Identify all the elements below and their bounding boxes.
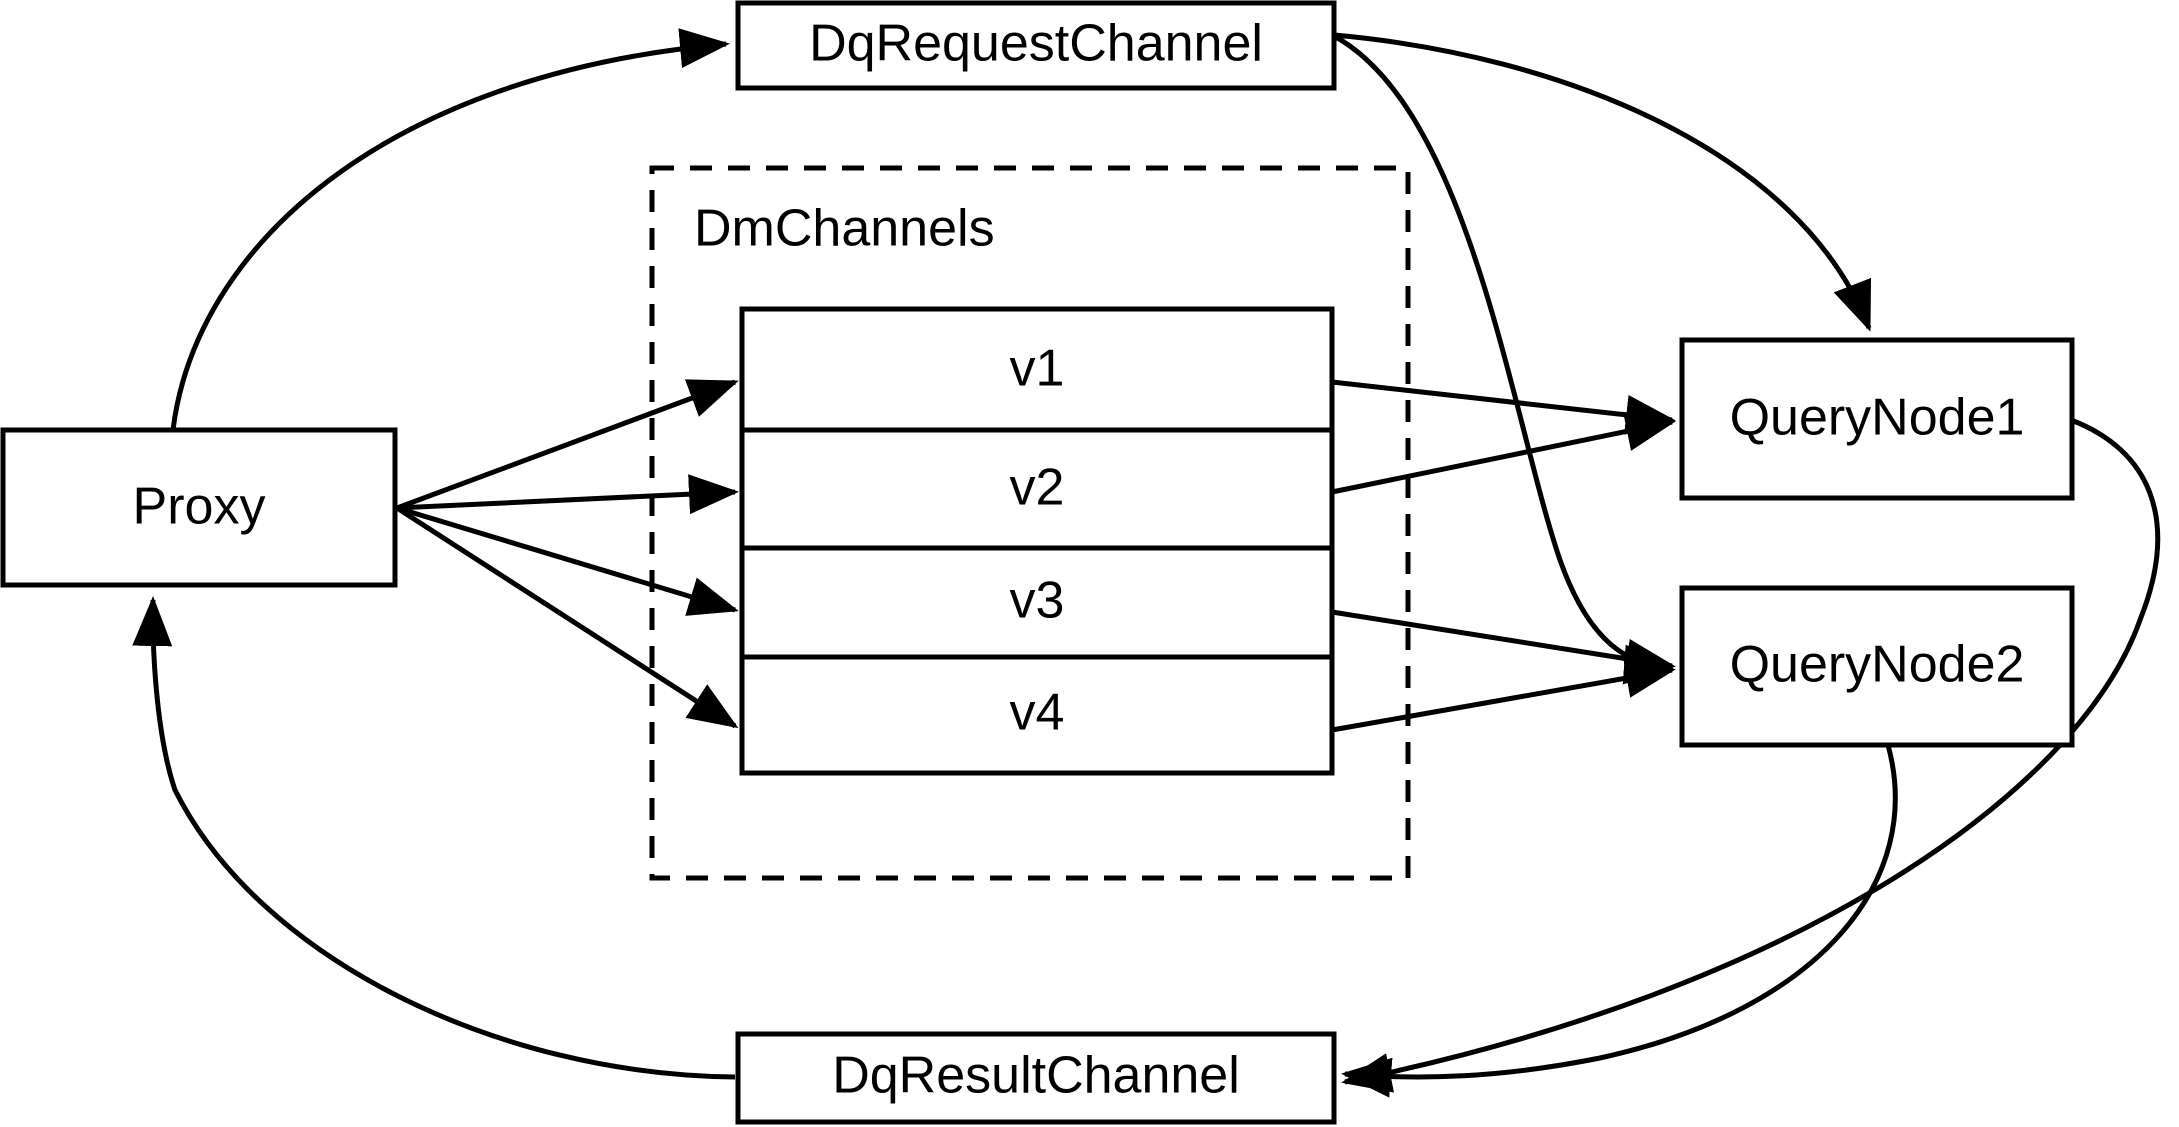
- edge-dqrequestchannel-to-querynode2: [1332, 33, 1674, 685]
- channel-label-v4: v4: [1010, 684, 1065, 742]
- edge-dqresultchannel-to-proxy: [132, 596, 736, 1080]
- query-node-1-box[interactable]: [1679, 337, 2075, 501]
- edge-v2-to-querynode1: [1331, 411, 1676, 495]
- edge-dqrequestchannel-to-querynode1: [1333, 32, 1872, 332]
- channel-box-v2[interactable]: [739, 427, 1335, 551]
- channel-label-v2: v2: [1010, 459, 1065, 517]
- edge-querynode2-to-dqresultchannel: [1341, 744, 1898, 1098]
- dmchannels-group-label: DmChannels: [694, 200, 995, 258]
- dq-result-channel-box[interactable]: [735, 1031, 1337, 1125]
- node-query-node-2[interactable]: QueryNode2: [1679, 585, 2075, 748]
- channel-box-v4[interactable]: [739, 654, 1335, 776]
- edge-querynode1-to-dqresultchannel: [1341, 417, 2161, 1093]
- dq-result-channel-label: DqResultChannel: [832, 1047, 1240, 1105]
- proxy-box[interactable]: [0, 427, 398, 588]
- channel-box-v1[interactable]: [739, 306, 1335, 433]
- query-node-1-label: QueryNode1: [1730, 389, 2025, 447]
- node-dq-result-channel[interactable]: DqResultChannel: [735, 1031, 1337, 1125]
- node-query-node-1[interactable]: QueryNode1: [1679, 337, 2075, 501]
- channel-label-v3: v3: [1010, 572, 1065, 630]
- query-node-2-box[interactable]: [1679, 585, 2075, 748]
- node-dq-request-channel[interactable]: DqRequestChannel: [735, 0, 1337, 91]
- dq-request-channel-label: DqRequestChannel: [809, 15, 1263, 73]
- dq-request-channel-box[interactable]: [735, 0, 1337, 91]
- node-proxy[interactable]: Proxy: [0, 427, 398, 588]
- query-node-2-label: QueryNode2: [1730, 636, 2025, 694]
- edge-v3-to-querynode2: [1331, 609, 1676, 679]
- edge-proxy-to-dqrequestchannel: [170, 28, 730, 431]
- edge-proxy-to-v1: [396, 379, 739, 511]
- channel-stack: v1 v2 v3 v4: [739, 306, 1335, 776]
- edge-proxy-to-v3: [396, 505, 739, 616]
- edge-proxy-to-v2: [396, 474, 739, 515]
- edge-v4-to-querynode2: [1331, 658, 1676, 733]
- dmchannels-group: DmChannels: [649, 165, 1411, 881]
- dmchannels-group-border: [649, 165, 1411, 881]
- proxy-label: Proxy: [133, 478, 266, 536]
- edge-proxy-to-v4: [395, 505, 739, 729]
- channel-label-v1: v1: [1010, 340, 1065, 398]
- edge-v1-to-querynode1: [1331, 379, 1676, 435]
